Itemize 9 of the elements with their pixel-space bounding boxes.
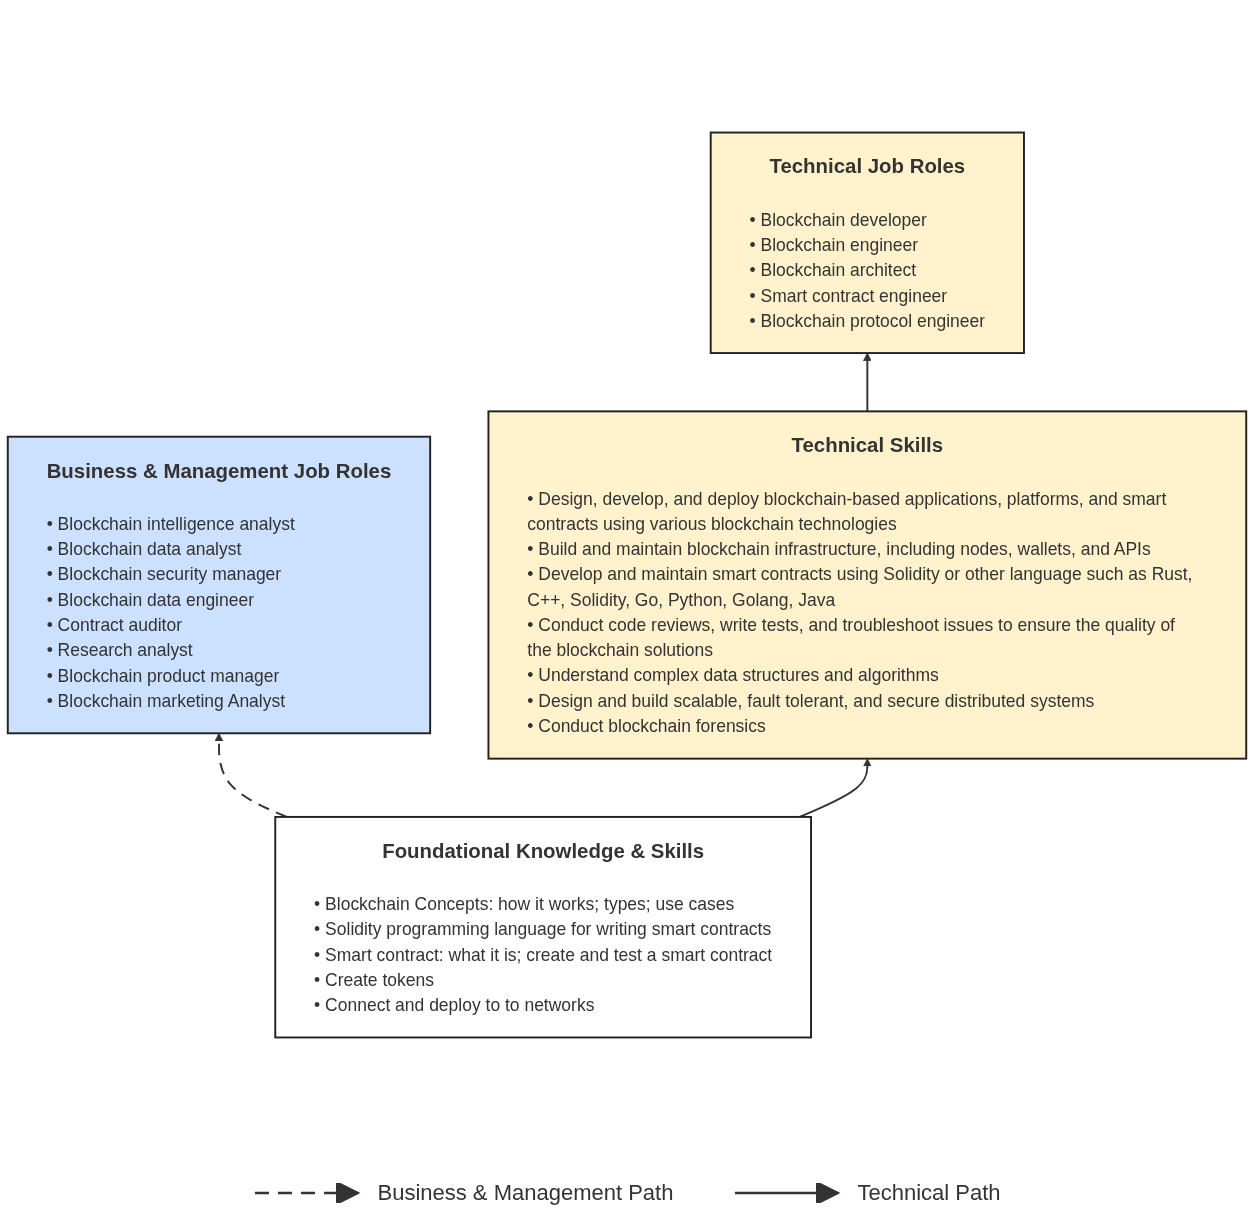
- node-box: Business & Management Job Roles • Blockchain intelligence analyst • Blockchain data analyst • Blockchain security manager • Blockchain data engineer • Contract auditor • Research analyst • Blockchain product manager • Blockchain marketing Analyst: [6, 435, 432, 735]
- node-box: Foundational Knowledge & Skills • Blockchain Concepts: how it works; types; use cases • Solidity programming language for writing smart contracts • Smart contract: what it is; create and test a smart contract • Create tokens • Connect and deploy to to networks: [274, 815, 812, 1039]
- node-box: Technical Skills • Design, develop, and deploy blockchain-based applications, platforms, and smart contracts using various blockchain technologies • Build and maintain blockchain infrastructure, including nodes, wallets, and APIs • Develop and maintain smart contracts using Solidity or other language such as Rust, C++, Solidity, Go, Python, Golang, Java • Conduct code reviews, write tests, and troubleshoot issues to ensure the quality of the blockchain solutions • Understand complex data structures and algorithms • Design and build scalable, fault tolerant, and secure distributed systems • Conduct blockchain forensics: [487, 410, 1248, 760]
- arrow: [798, 758, 872, 818]
- arrow: [863, 352, 872, 413]
- arrow: [214, 732, 288, 818]
- legend-text: Technical Path: [857, 1180, 1001, 1206]
- legend-text: Business & Management Path: [377, 1180, 674, 1206]
- node-box: Technical Job Roles • Blockchain developer • Blockchain engineer • Blockchain architect • Smart contract engineer • Blockchain protocol engineer: [709, 131, 1025, 355]
